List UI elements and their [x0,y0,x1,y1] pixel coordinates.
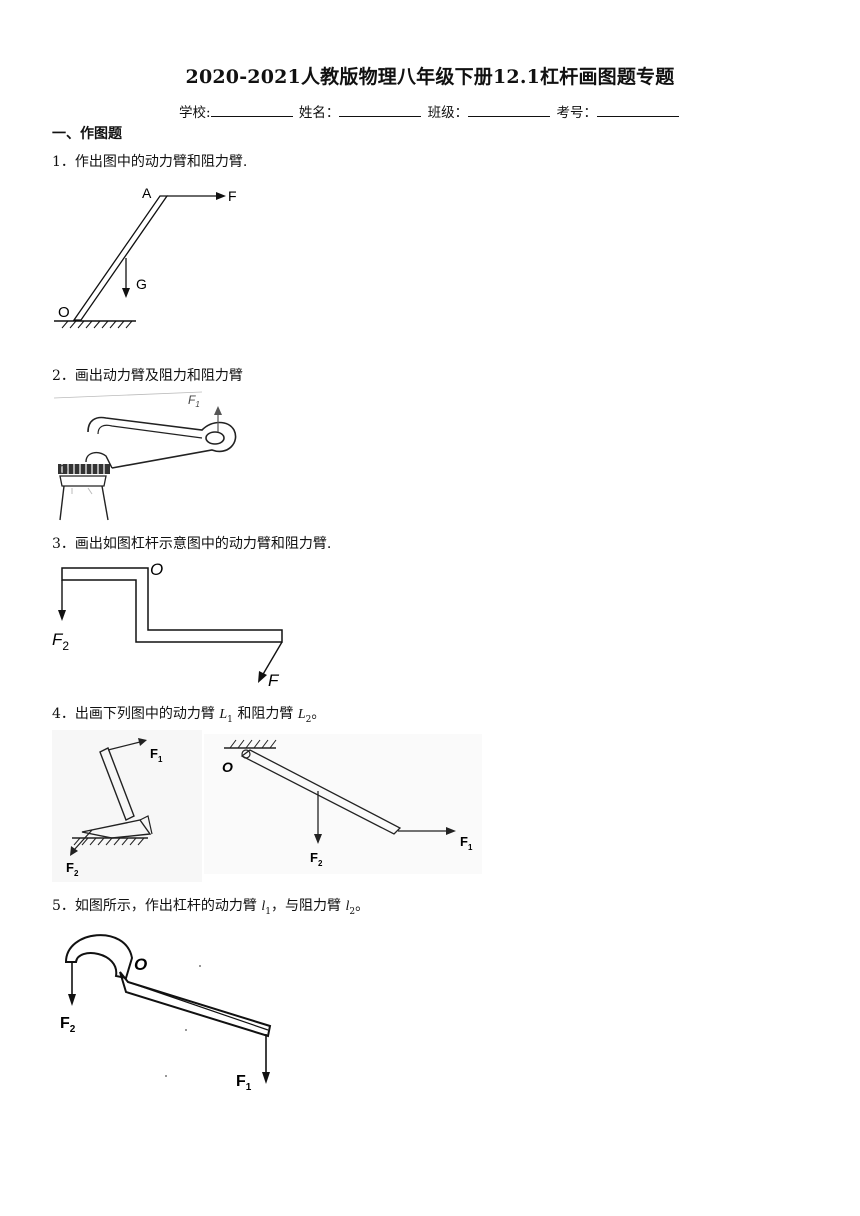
question-2: 2．画出动力臂及阻力和阻力臂 [52,365,243,385]
school-label: 学校: [179,105,211,121]
question-3-number: 3． [52,536,75,552]
student-info-line: 学校: 姓名： 班级： 考号： [0,101,860,121]
question-2-number: 2． [52,368,75,384]
question-2-text: 画出动力臂及阻力和阻力臂 [74,368,243,384]
symbol-l2-lower: l [345,899,350,914]
figure-2-bottle-opener: F1 O [53,391,237,521]
name-blank [339,104,422,117]
fig4a-label-f2: F2 [66,860,79,878]
fig1-label-g: G [136,276,147,292]
question-4-text-b: 和阻力臂 [232,706,298,722]
question-4: 4．出画下列图中的动力臂 L1 和阻力臂 L2。 [52,703,325,725]
fig5-label-f1: F1 [236,1073,252,1093]
question-5-text-b: ，与阻力臂 [271,898,346,914]
question-1-text: 作出图中的动力臂和阻力臂. [74,154,248,170]
question-5-text-c: 。 [355,898,370,914]
symbol-l2: L [297,707,306,722]
fig3-label-f: F [268,671,280,690]
symbol-l1-lower: l [261,899,266,914]
fig2-label-f: F1 [188,393,200,409]
fig4b-label-o: O [222,759,233,775]
fig5-label-f2: F2 [60,1015,76,1035]
question-4-number: 4． [52,706,75,722]
question-4-text-a: 出画下列图中的动力臂 [74,706,220,722]
question-5-text-a: 如图所示，作出杠杆的动力臂 [74,898,262,914]
figure-4-left-pedal: F1 F2 [52,730,202,882]
fig1-label-a: A [142,185,152,201]
fig1-label-o: O [58,304,70,321]
class-blank [468,104,551,117]
class-label: 班级： [427,105,469,121]
figure-3-bent-lever: O F2 F [52,560,283,690]
figure-1-lever: A F G O [54,185,237,329]
symbol-l1: L [219,707,228,722]
fig4b-label-f1: F1 [460,834,473,852]
symbol-l1-lower-sub: 1 [265,906,271,917]
question-1-number: 1． [52,154,75,170]
question-3-text: 画出如图杠杆示意图中的动力臂和阻力臂. [74,536,332,552]
number-label: 考号： [556,105,597,121]
figure-4-right-hanging-lever: O F1 F2 [204,734,482,874]
symbol-l1-sub: 1 [227,714,233,725]
question-5: 5．如图所示，作出杠杆的动力臂 l1，与阻力臂 l2。 [52,895,369,917]
fig1-label-f: F [228,188,237,204]
name-label: 姓名： [298,105,340,121]
symbol-l2-sub: 2 [305,714,312,725]
question-3: 3．画出如图杠杆示意图中的动力臂和阻力臂. [52,533,331,553]
question-4-text-c: 。 [311,706,326,722]
document-title: 2020-2021人教版物理八年级下册12.1杠杆画图题专题 [185,66,675,88]
question-5-number: 5． [52,898,75,914]
figure-5-hook-lever: O F2 F1 [60,934,272,1093]
symbol-l2-lower-sub: 2 [349,906,356,917]
fig4a-label-f1: F1 [150,746,163,764]
number-blank [596,104,679,117]
fig2-label-o: O [58,462,68,477]
school-blank [210,104,293,117]
section-heading: 一、作图题 [52,126,122,142]
fig3-label-o: O [150,560,163,579]
fig5-label-o: O [134,955,147,974]
fig3-label-f2: F2 [52,630,69,653]
question-1: 1．作出图中的动力臂和阻力臂. [52,151,247,171]
fig4b-label-f2: F2 [310,850,323,868]
